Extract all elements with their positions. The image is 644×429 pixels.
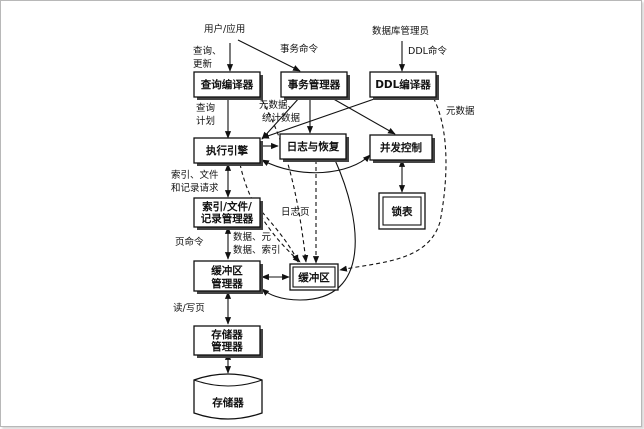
- storage-label: 存储器: [212, 396, 244, 409]
- record-manager-node: 索引/文件/ 记录管理器: [193, 197, 263, 230]
- transaction-commands-label: 事务命令: [280, 43, 319, 55]
- concurrency-control-node: 并发控制: [369, 134, 435, 163]
- dashed-record-manager-to-buffer: [261, 211, 299, 263]
- requests-label-line1: 索引、文件: [171, 169, 219, 181]
- metadata-stats-label-line2: 统计数据: [262, 112, 301, 124]
- query-update-label-line2: 更新: [193, 58, 213, 70]
- storage-manager-node: 存储器 管理器: [193, 325, 263, 358]
- arrow-transaction-to-engine: [261, 96, 301, 140]
- storage-manager-label-line2: 管理器: [211, 340, 243, 353]
- dba-label: 数据库管理员: [372, 25, 429, 37]
- metadata-stats-label-line1: 元数据、: [259, 99, 297, 111]
- buffer-manager-node: 缓冲区 管理器: [193, 260, 263, 294]
- buffer-label: 缓冲区: [297, 271, 330, 284]
- execution-engine-label: 执行引擎: [206, 144, 248, 157]
- lock-table-node: 锁表: [378, 192, 426, 230]
- dashed-ddl-metadata-to-buffer: [339, 91, 447, 272]
- log-pages-label: 日志页: [281, 206, 310, 218]
- query-update-label-line1: 查询、: [193, 45, 222, 57]
- read-write-pages-label: 读/写页: [173, 302, 205, 314]
- transaction-manager-label: 事务管理器: [288, 78, 341, 91]
- query-plan-label-line2: 计划: [196, 115, 215, 127]
- query-plan-label-line1: 查询: [196, 102, 215, 114]
- labels: 用户/应用 数据库管理员 查询、 更新 事务命令 DDL命令 查询 计划 元数据…: [171, 23, 475, 314]
- data-meta-index-label-line1: 数据、元: [233, 231, 272, 243]
- transaction-manager-node: 事务管理器: [280, 71, 350, 100]
- data-meta-index-label-line2: 数据、索引: [233, 244, 281, 256]
- dashed-query-compiler-to-buffer: [261, 99, 309, 263]
- buffer-node: 缓冲区: [289, 263, 339, 291]
- buffer-manager-label-line1: 缓冲区: [210, 264, 243, 277]
- concurrency-control-label: 并发控制: [380, 141, 422, 154]
- requests-label-line2: 和记录请求: [171, 182, 219, 194]
- record-manager-label-line2: 记录管理器: [201, 212, 254, 225]
- buffer-manager-label-line2: 管理器: [211, 277, 243, 290]
- page-commands-label: 页命令: [175, 236, 204, 248]
- ddl-compiler-label: DDL编译器: [375, 78, 431, 91]
- log-recovery-node: 日志与恢复: [279, 133, 349, 162]
- arrow-user-to-transaction-manager: [237, 39, 301, 72]
- query-compiler-node: 查询编译器: [193, 71, 263, 100]
- ddl-compiler-node: DDL编译器: [369, 71, 439, 100]
- connectors: [224, 39, 447, 374]
- lock-table-label: 锁表: [392, 205, 413, 218]
- execution-engine-node: 执行引擎: [193, 137, 263, 166]
- user-app-label: 用户/应用: [204, 23, 245, 35]
- dashed-engine-to-buffer: [239, 163, 301, 263]
- storage-node: 存储器: [193, 373, 263, 420]
- log-recovery-label: 日志与恢复: [287, 140, 340, 153]
- query-compiler-label: 查询编译器: [200, 78, 254, 91]
- metadata-label: 元数据: [446, 105, 475, 117]
- ddl-commands-label: DDL命令: [408, 45, 447, 57]
- record-manager-label-line1: 索引/文件/: [202, 200, 252, 213]
- storage-manager-label-line1: 存储器: [211, 328, 243, 341]
